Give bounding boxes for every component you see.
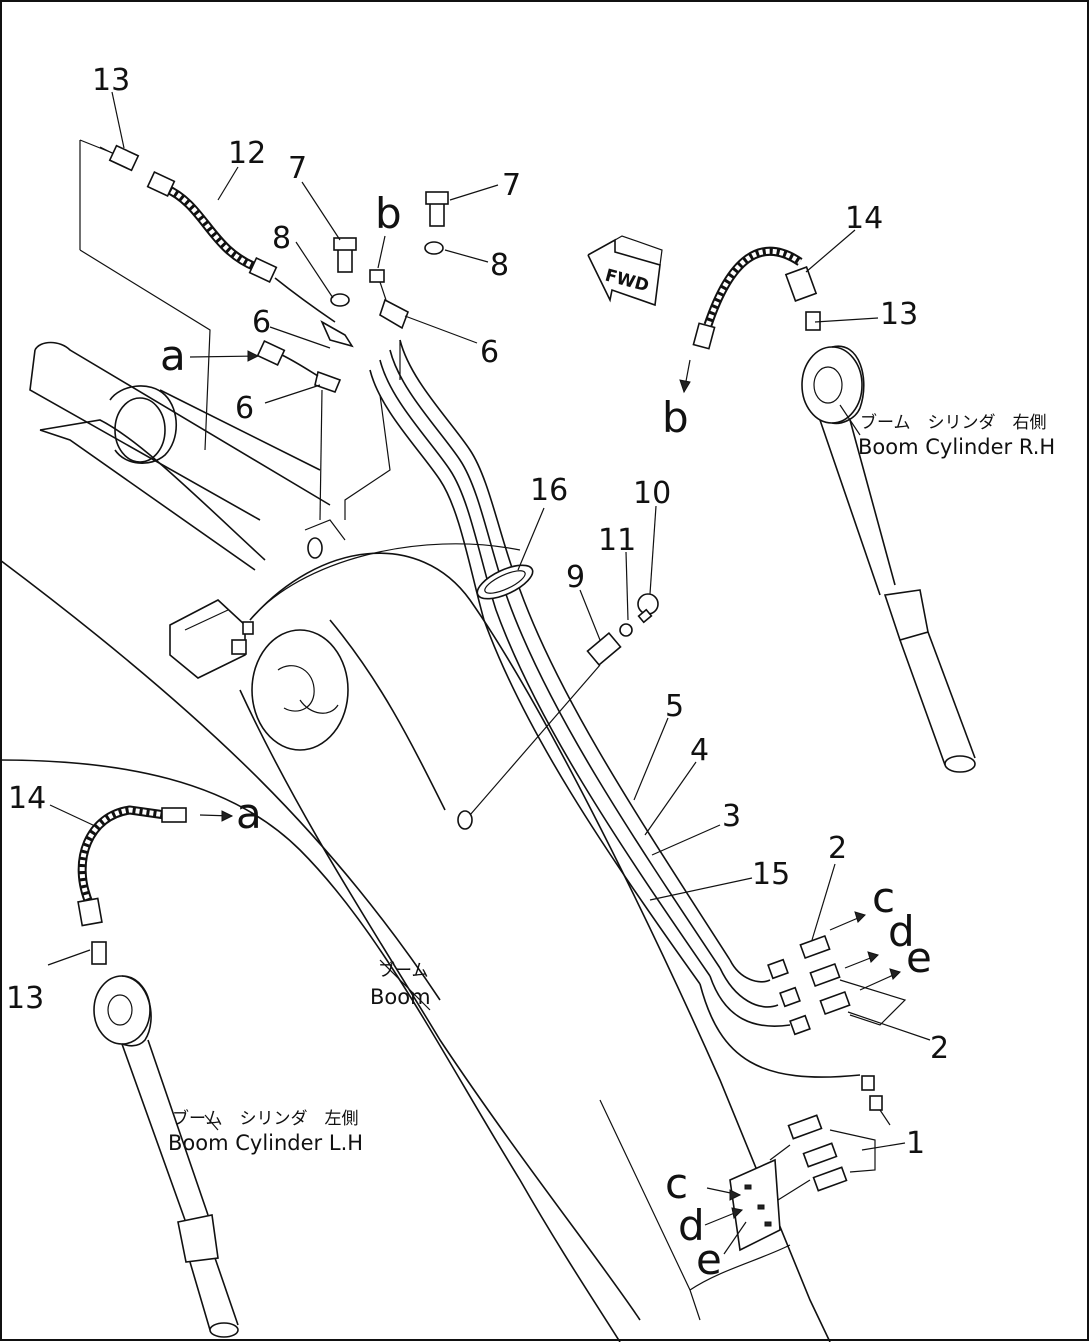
connection-b-upper: b bbox=[375, 189, 402, 238]
callout-7-left: 7 bbox=[288, 151, 307, 186]
callout-8-right: 8 bbox=[490, 248, 509, 283]
callout-7-right: 7 bbox=[502, 168, 521, 203]
captions: ブーム シリンダ 右側 Boom Cylinder R.H ブーム Boom ブ… bbox=[168, 412, 1055, 1155]
callout-11: 11 bbox=[598, 523, 636, 558]
connection-e-lower: e bbox=[696, 1235, 722, 1284]
callout-6-right: 6 bbox=[480, 335, 499, 370]
forward-arrow-marker: FWD bbox=[587, 235, 663, 307]
connection-d-upper: d bbox=[888, 907, 915, 956]
callout-numbers: 13 12 7 7 8 8 6 6 6 14 13 16 10 11 9 5 4… bbox=[6, 63, 949, 1161]
switch-box bbox=[169, 543, 521, 679]
clamp-set bbox=[256, 191, 449, 559]
callout-4: 4 bbox=[690, 733, 709, 768]
callout-2-lower: 2 bbox=[930, 1031, 949, 1066]
hose-12 bbox=[146, 171, 336, 323]
callout-12: 12 bbox=[228, 136, 266, 171]
caption-boom-cylinder-lh-en: Boom Cylinder L.H bbox=[168, 1131, 363, 1155]
callout-15: 15 bbox=[752, 857, 790, 892]
caption-boom-cylinder-rh-en: Boom Cylinder R.H bbox=[858, 435, 1055, 459]
callout-13-right: 13 bbox=[880, 297, 918, 332]
callout-13-upper: 13 bbox=[92, 63, 130, 98]
callout-10: 10 bbox=[633, 476, 671, 511]
pipes bbox=[369, 339, 861, 1078]
callout-1: 1 bbox=[906, 1126, 925, 1161]
fitting-13-upper bbox=[99, 144, 140, 172]
callout-3: 3 bbox=[722, 799, 741, 834]
boom-cylinder-lh bbox=[77, 805, 239, 1338]
callout-2-upper: 2 bbox=[828, 831, 847, 866]
fittings-2 bbox=[767, 934, 907, 1036]
leader-lines bbox=[47, 91, 931, 1255]
callout-14-left: 14 bbox=[8, 781, 46, 816]
callout-5: 5 bbox=[665, 689, 684, 724]
connection-a-upper: a bbox=[160, 331, 186, 380]
callout-14-right: 14 bbox=[845, 201, 883, 236]
boom-body bbox=[0, 552, 831, 1342]
connection-d-lower: d bbox=[678, 1201, 705, 1250]
boom-bracket bbox=[29, 139, 331, 571]
callout-8-left: 8 bbox=[272, 221, 291, 256]
lamp-parts bbox=[457, 593, 659, 830]
connection-letters: a a b b c d e c d e bbox=[160, 189, 932, 1284]
arrowheads bbox=[221, 350, 901, 1220]
connection-a-lower: a bbox=[236, 789, 262, 838]
caption-boom-jp: ブーム bbox=[378, 960, 429, 981]
connection-e-upper: e bbox=[906, 933, 932, 982]
connection-c-lower: c bbox=[665, 1159, 688, 1208]
callout-16: 16 bbox=[530, 473, 568, 508]
callout-13-left: 13 bbox=[6, 981, 44, 1016]
caption-boom-en: Boom bbox=[370, 985, 431, 1009]
callout-9: 9 bbox=[566, 560, 585, 595]
connection-b-lower: b bbox=[662, 393, 689, 442]
callout-6-lower: 6 bbox=[235, 391, 254, 426]
caption-boom-cylinder-lh-jp: ブーム シリンダ 左側 bbox=[172, 1108, 359, 1129]
connection-c-upper: c bbox=[872, 873, 895, 922]
callout-6-left: 6 bbox=[252, 305, 271, 340]
clip-16 bbox=[476, 564, 534, 600]
caption-boom-cylinder-rh-jp: ブーム シリンダ 右側 bbox=[860, 412, 1047, 433]
boom-cylinder-rh bbox=[692, 246, 976, 773]
